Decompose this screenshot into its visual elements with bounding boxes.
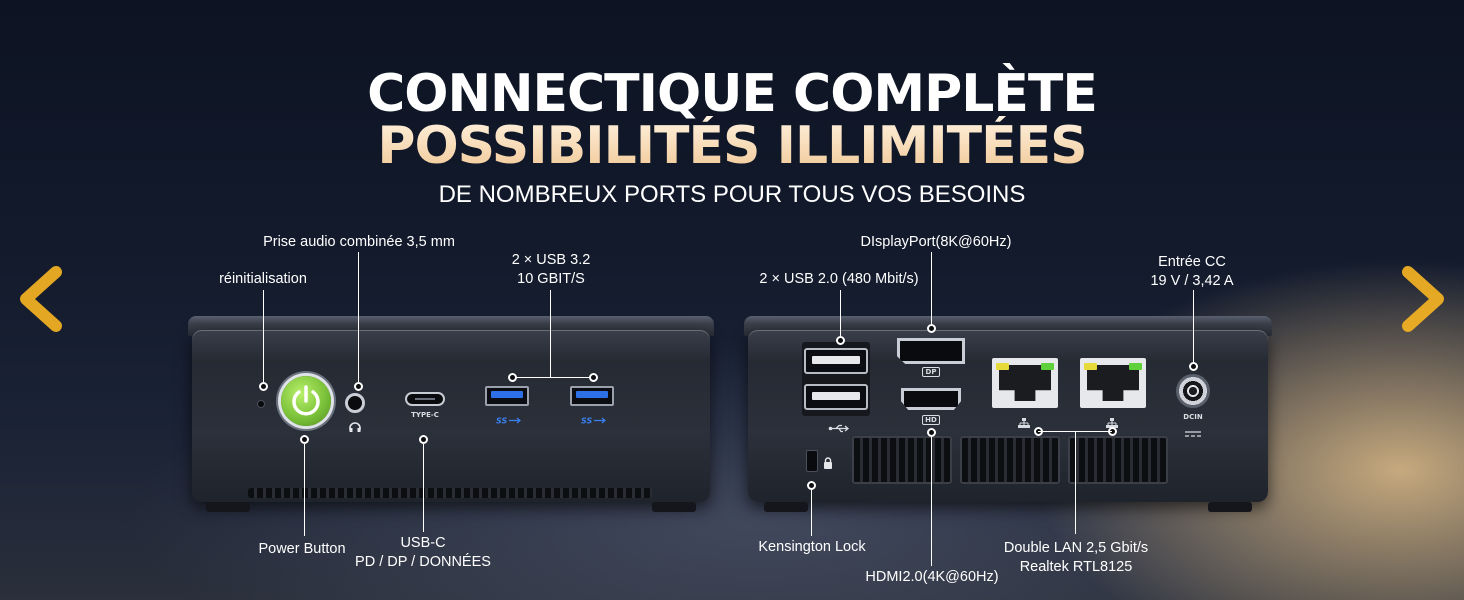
dc-in-port-label: DCIN [1183, 413, 1203, 421]
usb-icon [828, 418, 850, 433]
reset-label: réinitialisation [219, 271, 307, 287]
callout-line-reset [263, 290, 264, 382]
usb-c-label-line1: USB-C [400, 535, 446, 551]
callout-dot-kensington [807, 481, 816, 490]
title-line-1: CONNECTIQUE COMPLÈTE [367, 64, 1098, 124]
callout-dot-hdmi [927, 428, 936, 437]
callout-dot-displayport [927, 324, 936, 333]
kensington-slot[interactable] [806, 450, 818, 472]
next-slide-button[interactable] [1396, 264, 1452, 334]
audio-jack[interactable] [345, 393, 365, 413]
displayport-port-label: DP [922, 367, 940, 377]
rear-device-foot-right [1208, 502, 1252, 512]
headphone-icon [349, 417, 361, 432]
reset-hole[interactable] [258, 401, 264, 407]
lan-1-led-green [1041, 363, 1054, 370]
usb2-port-1[interactable] [804, 348, 868, 374]
svg-text:SS: SS [581, 417, 592, 426]
callout-dot-audio [354, 382, 363, 391]
subtitle: DE NOMBREUX PORTS POUR TOUS VOS BESOINS [438, 181, 1026, 208]
power-icon [292, 385, 320, 416]
prev-slide-button[interactable] [12, 264, 68, 334]
rear-vent-2 [960, 436, 1060, 484]
callout-dot-usb32-1 [508, 373, 517, 382]
svg-text:SS: SS [496, 417, 507, 426]
callout-dot-usb20 [836, 336, 845, 345]
lan-label-line1: Double LAN 2,5 Gbit/s [1003, 540, 1149, 556]
usb3-port-2[interactable] [570, 386, 614, 406]
callout-line-usb32-vertical [550, 290, 551, 378]
usb-c-port[interactable] [405, 392, 445, 406]
lan-label: Double LAN 2,5 Gbit/s Realtek RTL8125 [990, 539, 1162, 577]
callout-line-audio [358, 252, 359, 382]
lock-icon [823, 454, 833, 469]
dc-in-port[interactable] [1176, 374, 1210, 408]
rear-vent-3 [1068, 436, 1168, 484]
kensington-label: Kensington Lock [758, 539, 866, 555]
dc-in-label-line2: 19 V / 3,42 A [1150, 273, 1234, 289]
dc-polarity-icon [1185, 422, 1201, 437]
dc-in-label-line1: Entrée CC [1158, 254, 1226, 270]
lan-1-led-yellow [996, 363, 1009, 370]
callout-line-displayport [931, 252, 932, 324]
callout-line-lan-vertical [1075, 432, 1076, 534]
callout-dot-dc [1189, 362, 1198, 371]
power-button[interactable] [281, 376, 331, 426]
rear-device-foot-left [764, 502, 808, 512]
rear-vent-1 [852, 436, 952, 484]
callout-line-lan-horizontal [1038, 431, 1112, 432]
front-device-vent [248, 488, 652, 498]
hdmi-port-label: HD [922, 415, 940, 425]
dc-in-label: Entrée CC 19 V / 3,42 A [1132, 253, 1252, 291]
lan-label-line2: Realtek RTL8125 [1019, 559, 1133, 575]
lan-2-led-green [1129, 363, 1142, 370]
usb2-port-2[interactable] [804, 384, 868, 410]
usb-c-label: USB-C PD / DP / DONNÉES [340, 534, 506, 572]
chevron-right-icon [1402, 266, 1444, 332]
callout-dot-reset [259, 382, 268, 391]
usb20-label: 2 × USB 2.0 (480 Mbit/s) [759, 271, 919, 287]
front-device-body [192, 330, 710, 502]
callout-line-kensington [811, 490, 812, 536]
power-button-label: Power Button [258, 541, 346, 557]
front-device-foot-left [206, 502, 250, 512]
usb3-port-1[interactable] [485, 386, 529, 406]
usb3-logo-icon: SS [496, 410, 522, 426]
usb3-logo-icon: SS [581, 410, 607, 426]
callout-line-dc [1193, 290, 1194, 362]
front-device-foot-right [652, 502, 696, 512]
audio-jack-label: Prise audio combinée 3,5 mm [263, 234, 455, 250]
title-line-2: POSSIBILITÉS ILLIMITÉES [0, 116, 1464, 176]
network-icon [1018, 413, 1030, 428]
callout-dot-usbc [419, 435, 428, 444]
displayport-label: DIsplayPort(8K@60Hz) [860, 234, 1012, 250]
usb-c-label-line2: PD / DP / DONNÉES [355, 554, 491, 570]
callout-line-usb32-horizontal [512, 377, 593, 378]
lan-2-led-yellow [1084, 363, 1097, 370]
usb-c-port-label: TYPE-C [411, 411, 439, 419]
displayport-port[interactable] [897, 338, 965, 364]
network-icon [1106, 413, 1118, 428]
callout-line-usb20 [840, 290, 841, 336]
usb32-label: 2 × USB 3.2 10 GBIT/S [480, 251, 622, 289]
hdmi-label: HDMI2.0(4K@60Hz) [865, 569, 999, 585]
usb32-label-line2: 10 GBIT/S [517, 271, 585, 287]
callout-line-hdmi [931, 436, 932, 566]
callout-dot-power [300, 435, 309, 444]
callout-dot-usb32-2 [589, 373, 598, 382]
front-device [188, 316, 714, 516]
lan-port-1[interactable] [992, 358, 1058, 408]
lan-port-2[interactable] [1080, 358, 1146, 408]
usb32-label-line1: 2 × USB 3.2 [511, 252, 591, 268]
hdmi-port[interactable] [901, 388, 961, 410]
callout-line-usbc [423, 444, 424, 532]
chevron-left-icon [20, 266, 62, 332]
callout-line-power [304, 444, 305, 536]
